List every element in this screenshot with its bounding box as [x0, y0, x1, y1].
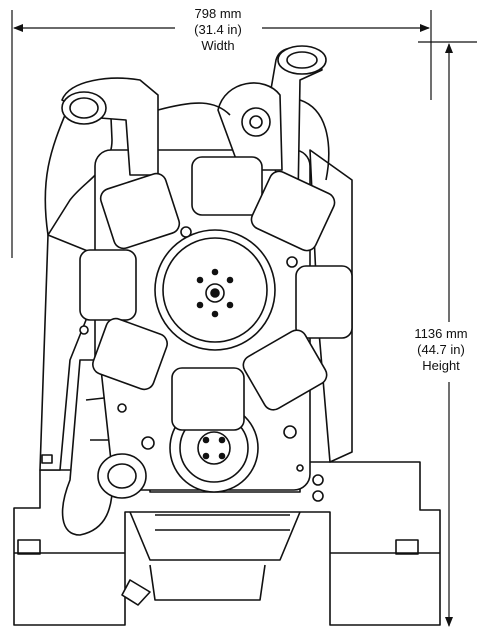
fan-hub	[154, 229, 276, 351]
height-metric: 1136 mm	[414, 326, 468, 341]
fittings	[41, 226, 324, 502]
height-label: 1136 mm (44.7 in) Height	[404, 326, 478, 374]
height-imperial: (44.7 in)	[417, 342, 465, 357]
engine-outline	[13, 45, 441, 626]
exhaust-pipe	[217, 45, 330, 206]
height-dimension	[418, 41, 477, 627]
intake-pipe	[61, 77, 231, 176]
width-name: Width	[201, 38, 235, 53]
height-name: Height	[422, 358, 460, 373]
lower-left-pipe	[61, 359, 147, 536]
width-metric: 798 mm	[194, 6, 242, 21]
engine-base	[13, 461, 441, 626]
radial-blocks	[79, 156, 353, 431]
width-dimension	[11, 10, 432, 258]
width-label: 798 mm (31.4 in) Width	[178, 6, 258, 54]
width-imperial: (31.4 in)	[194, 22, 242, 37]
